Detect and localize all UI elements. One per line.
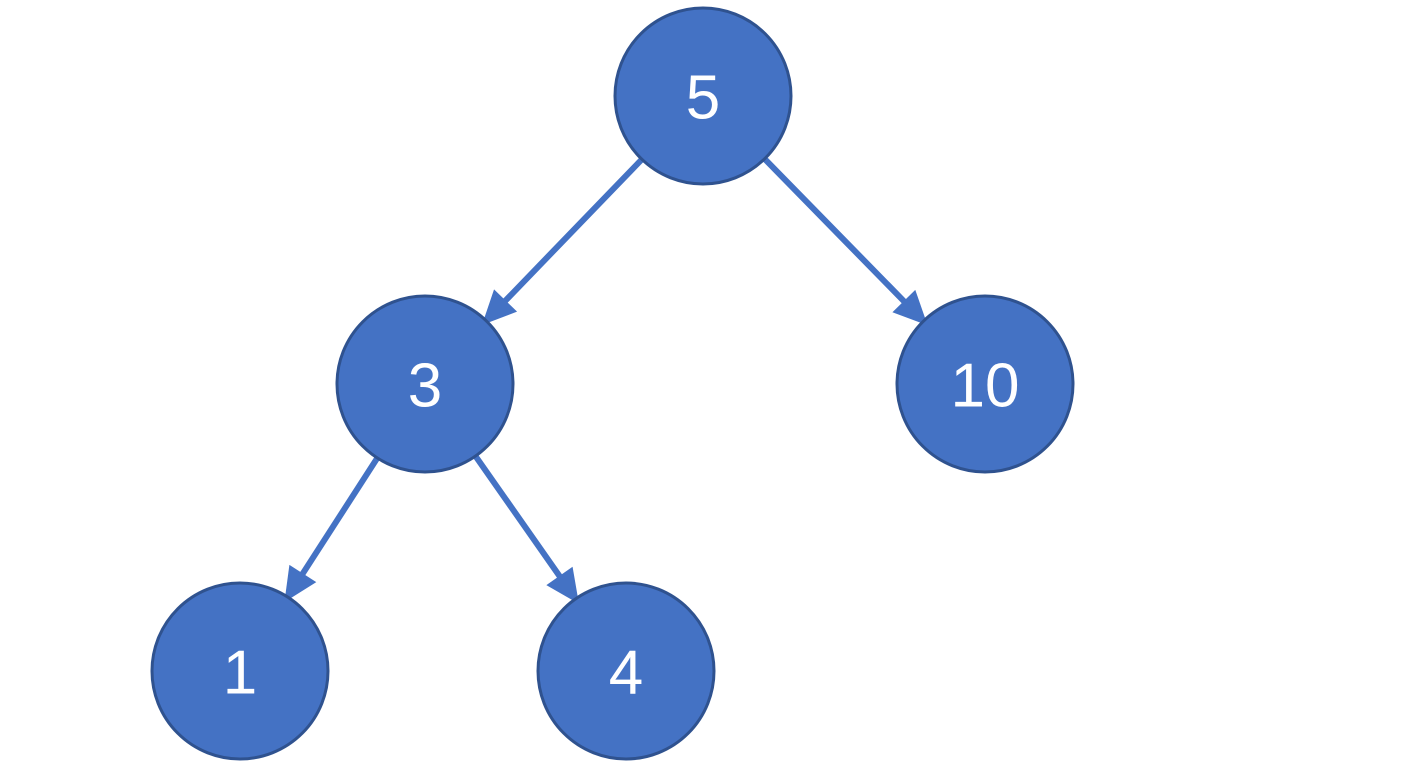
tree-node-1: 1	[150, 581, 330, 761]
node-circle	[536, 581, 716, 761]
edges-layer	[284, 153, 928, 604]
node-label: 5	[686, 64, 720, 133]
node-label: 4	[609, 639, 643, 708]
edge-n5-to-n10	[759, 153, 928, 326]
tree-node-5: 5	[613, 6, 793, 186]
arrowhead-icon	[284, 564, 317, 603]
edge-line	[502, 154, 647, 305]
node-circle	[150, 581, 330, 761]
tree-node-4: 4	[536, 581, 716, 761]
edge-line	[759, 153, 908, 305]
tree-node-10: 10	[895, 294, 1075, 474]
node-label: 3	[408, 352, 442, 421]
edge-line	[299, 452, 383, 577]
nodes-layer: 5 3 10 1 4	[150, 6, 1075, 761]
arrowhead-icon	[481, 289, 518, 326]
node-circle	[613, 6, 793, 186]
edge-n5-to-n3	[481, 154, 647, 326]
arrowhead-icon	[546, 566, 579, 604]
node-circle	[335, 294, 515, 474]
edge-line	[470, 451, 564, 580]
arrowhead-icon	[892, 289, 928, 326]
edge-n3-to-n1	[284, 452, 383, 603]
edge-n3-to-n4	[470, 451, 579, 604]
node-label: 1	[223, 639, 257, 708]
node-label: 10	[951, 352, 1020, 421]
node-circle	[895, 294, 1075, 474]
tree-node-3: 3	[335, 294, 515, 474]
